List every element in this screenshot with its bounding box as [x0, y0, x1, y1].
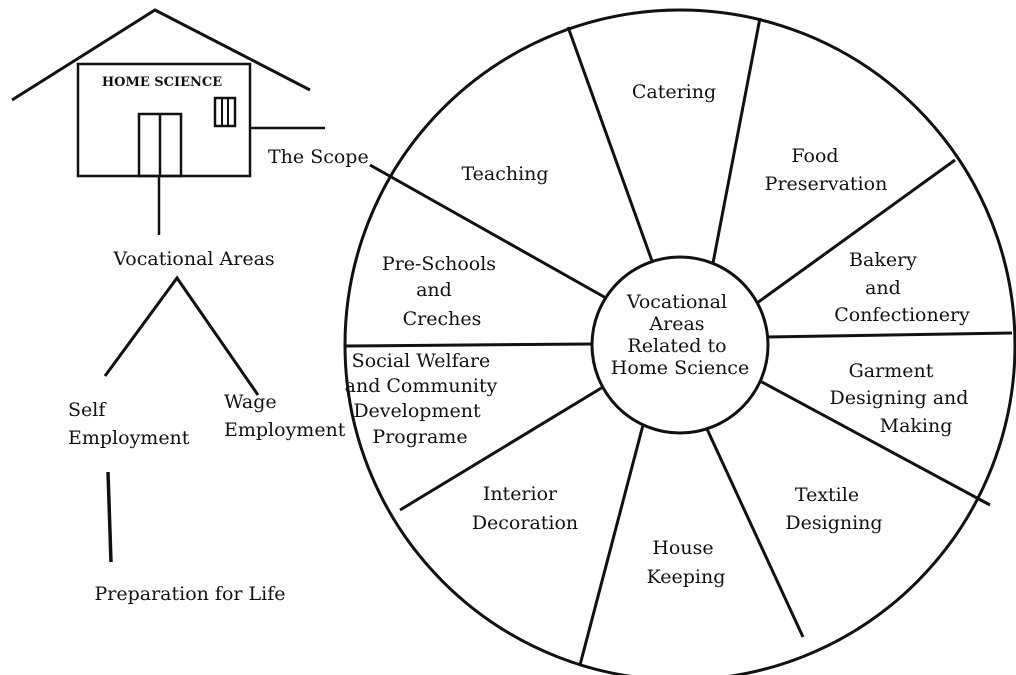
segment-preschools-line-3: Creches — [403, 308, 482, 330]
segment-garment-line-1: Garment — [849, 360, 934, 382]
segment-interior-line-2: Decoration — [472, 512, 578, 534]
wage-employment-label: Wage Employment — [224, 391, 346, 441]
spoke-bakery-garment — [766, 331, 1013, 339]
center-line-4: Home Science — [611, 357, 749, 379]
segment-bakery-line-1: Bakery — [849, 249, 917, 271]
segment-interior: Interior Decoration — [472, 483, 578, 534]
wheel-center-label: Vocational Areas Related to Home Science — [611, 291, 749, 379]
self-employment-line-1: Self — [68, 399, 107, 421]
spoke-garment-textile — [759, 379, 991, 507]
segment-garment-line-2: Designing and — [830, 387, 969, 409]
self-employment-line-2: Employment — [68, 427, 190, 449]
spoke-teaching-catering — [566, 26, 654, 262]
spoke-social-preschools — [344, 342, 593, 348]
segment-social-line-2: and Community — [345, 375, 498, 397]
tree-root-label: Vocational Areas — [112, 248, 274, 270]
spoke-house-interior — [578, 424, 645, 666]
segment-social-welfare: Social Welfare and Community Development… — [345, 350, 504, 448]
segment-food-preservation-line-2: Preservation — [765, 173, 888, 195]
segment-social-line-1: Social Welfare — [352, 350, 491, 372]
wage-employment-line-1: Wage — [224, 391, 277, 413]
segment-bakery-line-2: and — [865, 277, 901, 299]
segment-food-preservation: Food Preservation — [765, 145, 888, 195]
segment-catering: Catering — [632, 81, 716, 103]
segment-preschools-line-1: Pre-Schools — [382, 253, 496, 275]
wheel-center-circle — [590, 255, 770, 435]
spoke-interior-social — [399, 385, 604, 512]
segment-house-keeping-line-2: Keeping — [647, 566, 726, 588]
house-figure: HOME SCIENCE The Scope — [11, 8, 369, 178]
spoke-catering-food — [711, 17, 762, 264]
center-line-3: Related to — [627, 335, 726, 357]
center-line-1: Vocational — [626, 291, 727, 313]
segment-textile-line-1: Textile — [795, 484, 859, 506]
house-roof — [11, 8, 311, 102]
segment-garment-line-3: Making — [880, 415, 953, 437]
spoke-textile-house — [705, 428, 805, 638]
scope-label: The Scope — [268, 146, 369, 168]
segment-house-keeping: House Keeping — [647, 537, 726, 588]
segment-social-line-4: Programe — [372, 426, 467, 448]
segment-house-keeping-line-1: House — [652, 537, 713, 559]
segment-teaching: Teaching — [461, 163, 548, 185]
segment-bakery: Bakery and Confectionery — [834, 249, 970, 326]
wheel-spokes — [344, 17, 1013, 666]
segment-textile: Textile Designing — [785, 484, 882, 534]
segment-bakery-line-3: Confectionery — [834, 304, 970, 326]
segment-preschools: Pre-Schools and Creches — [382, 253, 502, 330]
house-window — [213, 96, 237, 128]
self-employment-label: Self Employment — [68, 399, 190, 449]
spoke-food-bakery — [756, 158, 956, 305]
vocational-tree: Vocational Areas Self Employment Wage Em… — [68, 176, 346, 605]
segment-teaching-line-1: Teaching — [461, 163, 548, 185]
segment-catering-line-1: Catering — [632, 81, 716, 103]
spoke-preschools-teaching — [369, 163, 607, 300]
segment-garment: Garment Designing and Making — [830, 360, 975, 437]
segment-textile-line-2: Designing — [785, 512, 882, 534]
self-to-preparation-connector — [106, 471, 113, 563]
house-sign: HOME SCIENCE — [102, 75, 222, 90]
tree-branch-lines — [103, 275, 260, 396]
preparation-for-life-label: Preparation for Life — [94, 583, 285, 605]
segment-social-line-3: Development — [353, 400, 481, 422]
segment-interior-line-1: Interior — [483, 483, 558, 505]
vocational-wheel: Vocational Areas Related to Home Science… — [343, 8, 1016, 675]
center-line-2: Areas — [648, 313, 704, 335]
wage-employment-line-2: Employment — [224, 419, 346, 441]
segment-food-preservation-line-1: Food — [791, 145, 838, 167]
segment-preschools-line-2: and — [416, 279, 452, 301]
